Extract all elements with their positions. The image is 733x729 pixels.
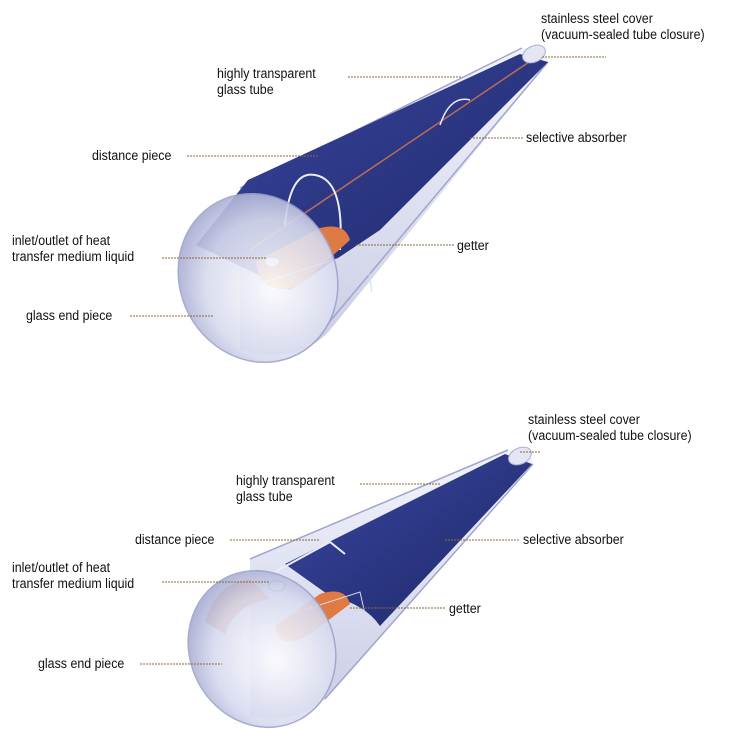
collector-diagram-flat-absorber: stainless steel cover (vacuum-sealed tub… [0, 0, 733, 364]
label-distance-piece: distance piece [92, 148, 171, 164]
label-steel-cover: stainless steel cover (vacuum-sealed tub… [541, 11, 705, 43]
label-glass-end-piece: glass end piece [38, 656, 124, 672]
label-glass-tube: highly transparent glass tube [236, 473, 335, 505]
label-glass-end-piece: glass end piece [26, 308, 112, 324]
label-distance-piece: distance piece [135, 532, 214, 548]
collector-diagram-curved-absorber: stainless steel cover (vacuum-sealed tub… [0, 364, 733, 728]
label-getter: getter [457, 238, 489, 254]
label-getter: getter [449, 601, 481, 617]
label-inlet-outlet: inlet/outlet of heat transfer medium liq… [12, 560, 134, 592]
label-selective-absorber: selective absorber [523, 532, 624, 548]
label-steel-cover: stainless steel cover (vacuum-sealed tub… [528, 412, 692, 444]
label-selective-absorber: selective absorber [526, 130, 627, 146]
label-inlet-outlet: inlet/outlet of heat transfer medium liq… [12, 233, 134, 265]
label-glass-tube: highly transparent glass tube [217, 66, 316, 98]
